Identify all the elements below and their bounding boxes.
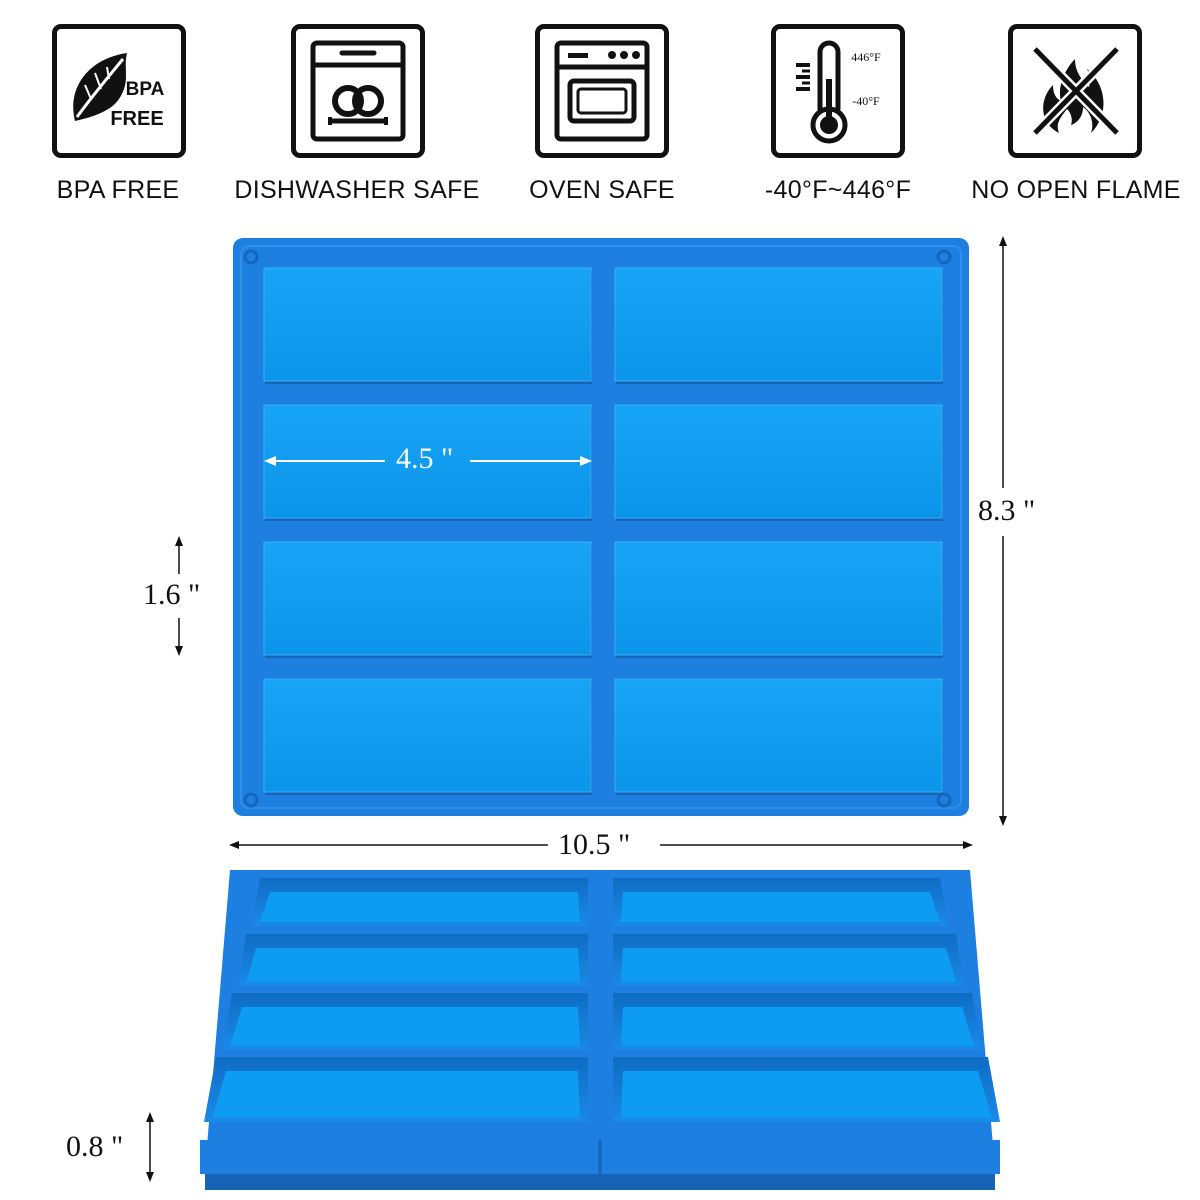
oven-badge <box>535 24 669 158</box>
mold-cavity-top <box>263 541 592 658</box>
bpa-free-label: BPA FREE <box>56 176 180 204</box>
mold-cavity-top <box>614 541 943 658</box>
max-temp-icon-text: 446°F <box>851 50 881 64</box>
mold-cavity-top <box>614 678 943 795</box>
cavity-length-label: 4.5 " <box>396 442 454 475</box>
bpa-free-leaf-icon: BPA FREE <box>73 53 165 130</box>
dishwasher-icon <box>310 40 406 142</box>
free-icon-text: FREE <box>110 108 163 130</box>
mold-height-label: 8.3 " <box>978 494 1036 527</box>
mold-depth-label: 0.8 " <box>66 1130 124 1163</box>
min-temp-icon-text: -40°F <box>852 94 880 108</box>
temperature-badge: 446°F -40°F <box>771 24 905 158</box>
mold-cavity-top <box>263 678 592 795</box>
corner-hole <box>936 792 952 808</box>
no-open-flame-label: NO OPEN FLAME <box>971 176 1181 204</box>
mold-cavity-top <box>614 404 943 521</box>
mold-top-view <box>233 238 969 816</box>
dishwasher-safe-label: DISHWASHER SAFE <box>234 176 480 204</box>
oven-safe-label: OVEN SAFE <box>529 176 675 204</box>
dimension-arrows <box>146 236 1007 1182</box>
no-flame-badge <box>1008 24 1142 158</box>
oven-icon <box>554 40 650 142</box>
mold-cavity-perspective <box>613 878 948 926</box>
dishwasher-badge <box>291 24 425 158</box>
corner-hole <box>243 792 259 808</box>
mold-width-label: 10.5 " <box>558 828 631 861</box>
mold-cavity-perspective <box>204 1057 588 1122</box>
cavity-width-label: 1.6 " <box>143 578 201 611</box>
mold-perspective-view <box>200 870 1000 1190</box>
mold-cavity-perspective <box>613 934 964 986</box>
mold-cavity-top <box>263 267 592 384</box>
temperature-range-label: -40°F~446°F <box>764 176 912 204</box>
thermometer-icon: 446°F -40°F <box>796 40 881 144</box>
mold-cavity-perspective <box>252 878 588 926</box>
no-flame-icon <box>1031 45 1121 137</box>
bpa-free-badge: BPA FREE <box>52 24 186 158</box>
mold-cavity-perspective <box>238 934 588 986</box>
mold-cavity-perspective <box>613 993 982 1050</box>
mold-cavity-top <box>614 267 943 384</box>
corner-hole <box>936 249 952 265</box>
bpa-icon-text: BPA <box>126 79 165 100</box>
mold-cavity-perspective <box>613 1057 1000 1122</box>
corner-hole <box>243 249 259 265</box>
mold-cavity-perspective <box>222 993 588 1050</box>
